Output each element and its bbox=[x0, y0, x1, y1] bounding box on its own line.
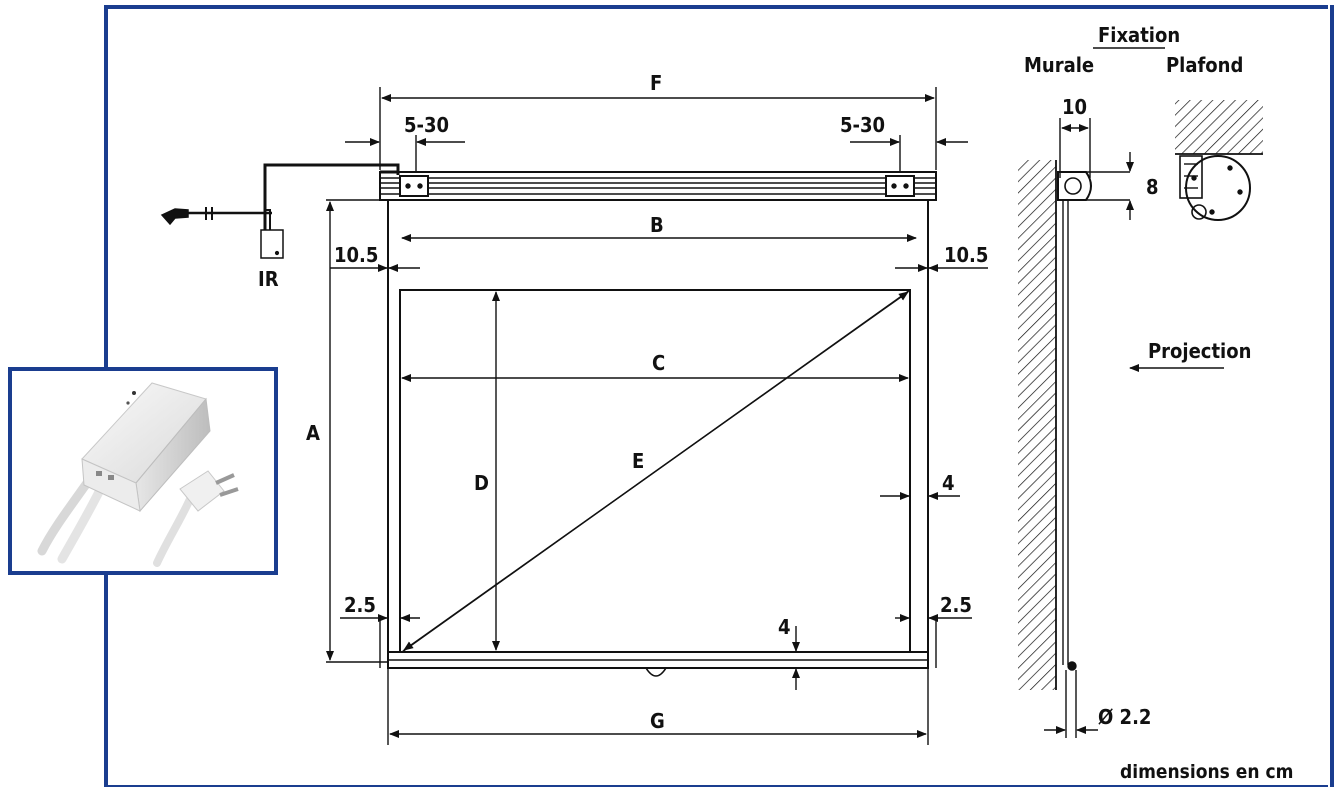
label-diameter: Ø 2.2 bbox=[1098, 705, 1151, 729]
label-projection: Projection bbox=[1148, 339, 1251, 363]
front-view bbox=[160, 87, 988, 745]
label-C: C bbox=[652, 351, 665, 375]
label-border-side: 4 bbox=[942, 471, 955, 495]
label-D: D bbox=[474, 471, 489, 495]
ir-receiver-inset bbox=[8, 367, 278, 575]
label-A: A bbox=[306, 421, 320, 445]
label-border-bottom: 4 bbox=[778, 615, 791, 639]
label-B: B bbox=[650, 213, 664, 237]
ir-receiver-photo bbox=[37, 382, 239, 567]
label-gap-right: 5-30 bbox=[840, 113, 885, 137]
drawing-frame-right-edge bbox=[1330, 5, 1334, 787]
label-margin-left: 10.5 bbox=[334, 243, 378, 267]
label-G: G bbox=[650, 709, 665, 733]
label-plafond: Plafond bbox=[1166, 53, 1243, 77]
label-fixation: Fixation bbox=[1098, 23, 1180, 47]
label-murale: Murale bbox=[1024, 53, 1094, 77]
label-depth: 10 bbox=[1062, 95, 1087, 119]
side-view bbox=[1018, 47, 1263, 738]
units-note: dimensions en cm bbox=[1120, 761, 1293, 783]
label-bottom-right: 2.5 bbox=[940, 593, 972, 617]
label-ir: IR bbox=[258, 267, 279, 291]
label-bottom-left: 2.5 bbox=[344, 593, 376, 617]
label-gap-left: 5-30 bbox=[404, 113, 449, 137]
label-E: E bbox=[632, 449, 644, 473]
label-height: 8 bbox=[1146, 175, 1159, 199]
label-margin-right: 10.5 bbox=[944, 243, 988, 267]
label-F: F bbox=[650, 71, 662, 95]
